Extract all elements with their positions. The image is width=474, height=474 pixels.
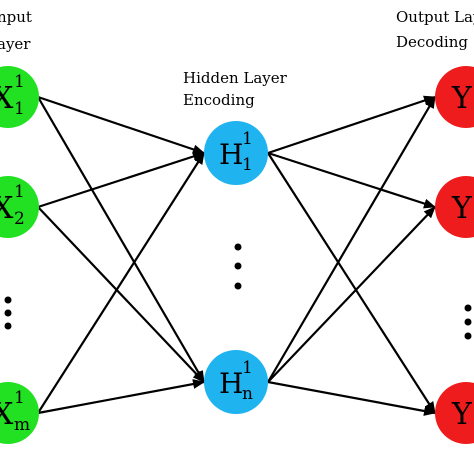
input-node-xm: X 1 m	[0, 382, 39, 444]
output-node-y2: Y	[435, 176, 474, 238]
input-node-base: X	[0, 191, 14, 226]
hidden-node-circle	[204, 350, 268, 414]
edge-x1-hn	[37, 96, 205, 383]
ellipsis-dot	[464, 304, 472, 312]
edges-input-to-hidden	[37, 95, 205, 415]
hidden-layer-title-line2: Encoding	[183, 91, 255, 109]
hidden-node-sup: 1	[242, 129, 253, 149]
input-node-x2: X 1 2	[0, 176, 39, 238]
edge-hn-ym	[267, 380, 436, 416]
input-node-circle	[0, 176, 39, 238]
hidden-node-sub: 1	[242, 155, 253, 175]
output-node-base: Y	[451, 81, 473, 116]
hidden-node-sup: 1	[242, 358, 253, 378]
hidden-node-circle	[204, 121, 268, 185]
ellipsis-dot	[4, 296, 12, 304]
input-node-circle	[0, 66, 39, 128]
output-node-base: Y	[451, 191, 473, 226]
input-node-x1: X 1 1	[0, 66, 39, 128]
edge-hn-y2	[267, 206, 436, 383]
input-node-base: X	[0, 397, 14, 432]
ellipsis-dot	[234, 282, 242, 290]
hidden-layer-title-line1: Hidden Layer	[183, 69, 288, 87]
hidden-node-base: H	[219, 138, 243, 171]
edge-xm-hn	[37, 379, 205, 415]
ellipsis-dot	[234, 262, 242, 270]
input-node-base: X	[0, 81, 14, 116]
input-node-sup: 1	[14, 182, 25, 202]
edge-xm-h1	[37, 152, 205, 414]
output-ellipsis	[464, 304, 472, 340]
output-layer-title-line2: Decoding	[396, 33, 468, 51]
hidden-node-sub: n	[242, 384, 253, 404]
input-node-sub: 1	[14, 99, 25, 119]
input-node-sup: 1	[14, 72, 25, 92]
edge-x2-hn	[37, 206, 205, 383]
ellipsis-dot	[234, 243, 242, 251]
ellipsis-dot	[4, 322, 12, 330]
edges-hidden-to-output	[267, 95, 436, 416]
input-node-sub: m	[14, 415, 30, 435]
edge-h1-y1	[267, 95, 436, 155]
edge-x2-h1	[37, 151, 205, 209]
input-layer-title-line1: nput	[0, 8, 32, 26]
output-node-circle	[435, 176, 474, 238]
edge-h1-ym	[267, 152, 436, 414]
edge-hn-y1	[267, 96, 436, 383]
input-ellipsis	[4, 296, 12, 330]
output-layer-title-line1: Output Lay	[396, 8, 474, 26]
ellipsis-dot	[464, 318, 472, 326]
hidden-ellipsis	[234, 243, 242, 290]
output-node-base: Y	[451, 397, 473, 432]
output-node-circle	[435, 382, 474, 444]
input-node-sub: 2	[14, 209, 25, 229]
hidden-node-base: H	[219, 367, 243, 400]
output-node-y1: Y	[435, 66, 474, 128]
input-node-sup: 1	[14, 388, 25, 408]
ellipsis-dot	[4, 309, 12, 317]
hidden-node-hn: H 1 n	[204, 350, 268, 414]
input-node-circle	[0, 382, 39, 444]
input-layer-title-line2: ayer	[0, 35, 31, 53]
hidden-node-h1: H 1 1	[204, 121, 268, 185]
ellipsis-dot	[464, 332, 472, 340]
edge-x1-h1	[37, 95, 205, 155]
output-node-ym: Y	[435, 382, 474, 444]
edge-h1-y2	[267, 151, 436, 209]
output-node-circle	[435, 66, 474, 128]
